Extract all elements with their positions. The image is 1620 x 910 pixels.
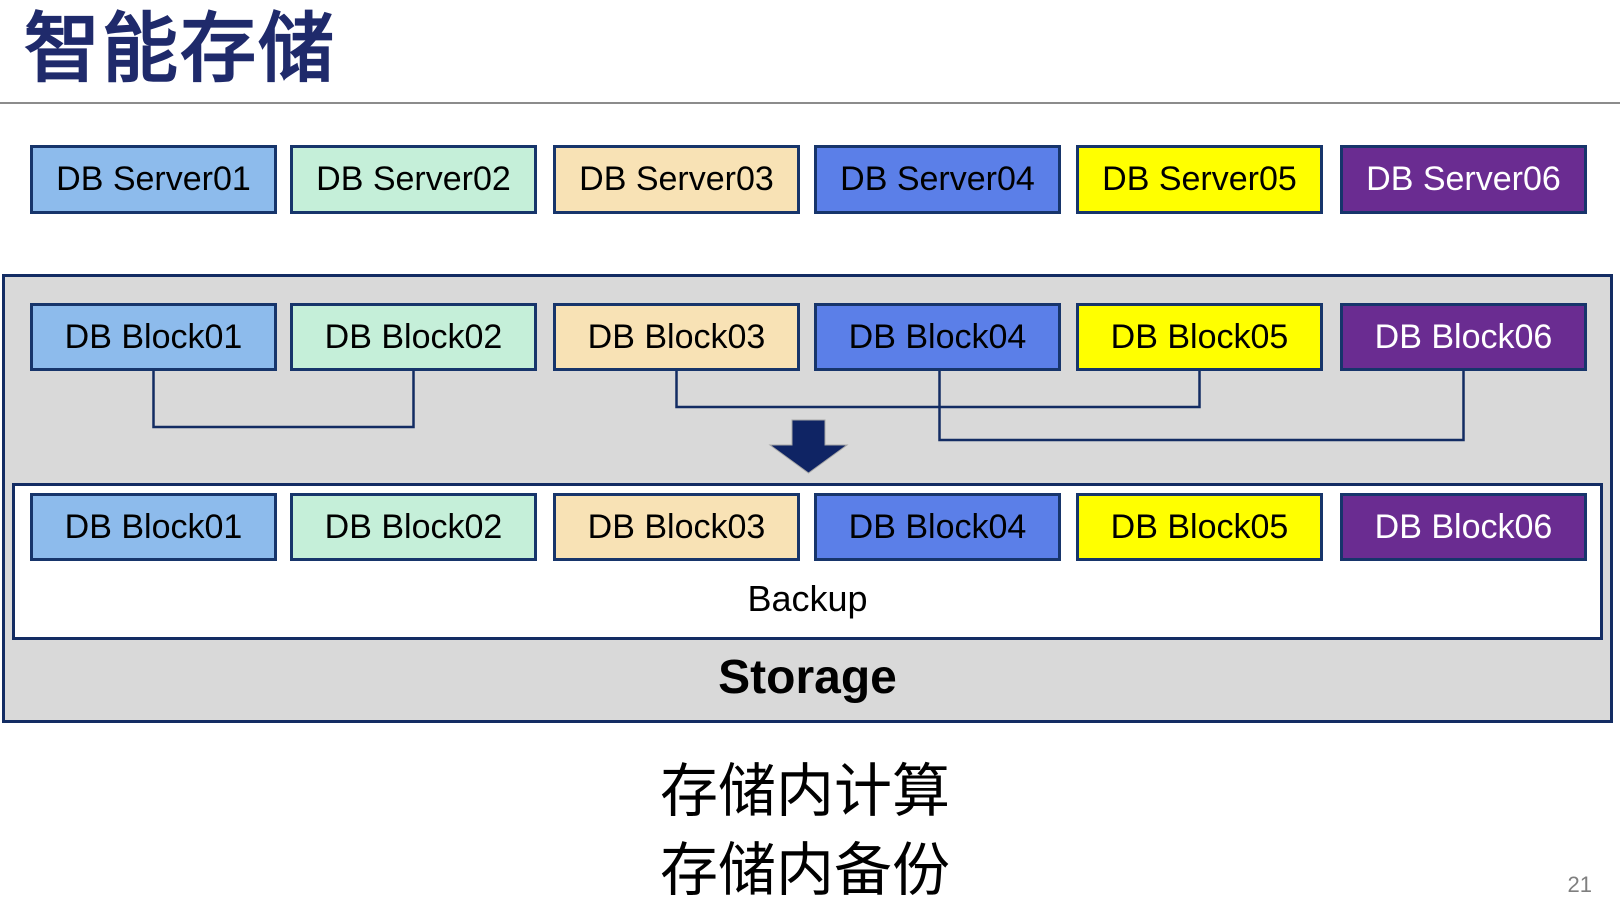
page-title: 智能存储 <box>24 7 336 92</box>
db-server-box-05: DB Server05 <box>1076 145 1323 214</box>
db-server-box-06: DB Server06 <box>1340 145 1587 214</box>
db-block-backup-04: DB Block04 <box>814 493 1061 561</box>
db-block-backup-05: DB Block05 <box>1076 493 1323 561</box>
backup-container <box>12 483 1603 640</box>
db-block-backup-03: DB Block03 <box>553 493 800 561</box>
db-block-backup-02: DB Block02 <box>290 493 537 561</box>
storage-label: Storage <box>718 651 897 704</box>
db-block-top-06: DB Block06 <box>1340 303 1587 371</box>
backup-label: Backup <box>747 578 868 619</box>
db-server-box-01: DB Server01 <box>30 145 277 214</box>
title-divider <box>0 102 1620 104</box>
db-block-backup-06: DB Block06 <box>1340 493 1587 561</box>
db-server-box-04: DB Server04 <box>814 145 1061 214</box>
db-block-top-02: DB Block02 <box>290 303 537 371</box>
caption-line-2: 存储内备份 <box>659 838 950 903</box>
db-server-box-03: DB Server03 <box>553 145 800 214</box>
db-block-top-03: DB Block03 <box>553 303 800 371</box>
db-block-top-05: DB Block05 <box>1076 303 1323 371</box>
page-number: 21 <box>1567 872 1592 897</box>
db-block-top-01: DB Block01 <box>30 303 277 371</box>
caption-text: 存储内计算 存储内备份 <box>0 752 1610 910</box>
db-server-box-02: DB Server02 <box>290 145 537 214</box>
caption-line-1: 存储内计算 <box>659 759 950 824</box>
db-block-top-04: DB Block04 <box>814 303 1061 371</box>
db-block-backup-01: DB Block01 <box>30 493 277 561</box>
